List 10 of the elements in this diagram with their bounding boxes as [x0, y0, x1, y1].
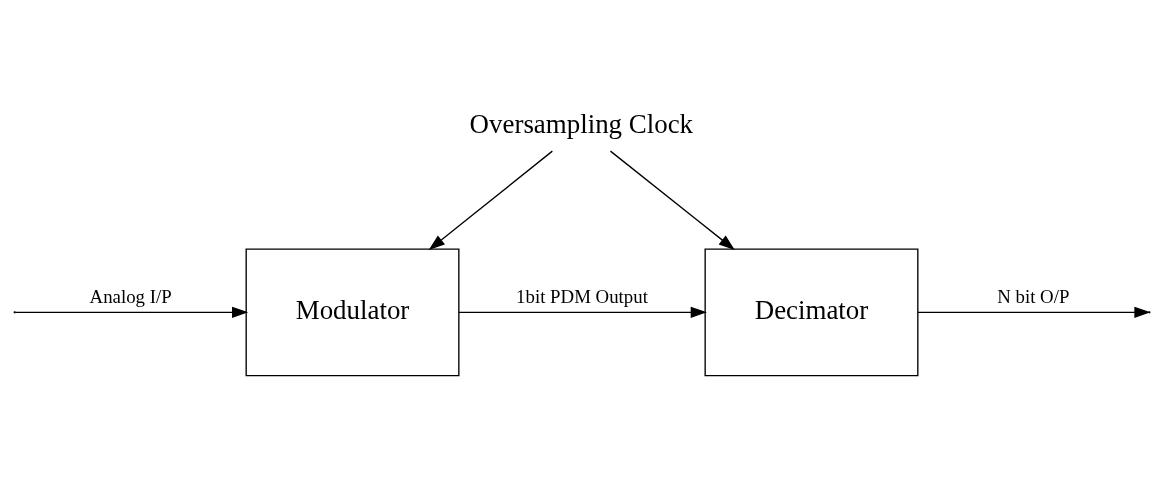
- edge-label: N bit O/P: [997, 285, 1070, 307]
- arrow: [458, 306, 707, 318]
- arrow: [428, 149, 554, 250]
- edge-label: 1bit PDM Output: [516, 285, 648, 307]
- arrow: [14, 306, 249, 318]
- edge-label: Analog I/P: [89, 285, 172, 307]
- node-box: Modulator: [245, 247, 460, 376]
- node-box: Decimator: [704, 247, 919, 376]
- node-text: Oversampling Clock: [469, 108, 694, 139]
- arrow: [609, 149, 735, 250]
